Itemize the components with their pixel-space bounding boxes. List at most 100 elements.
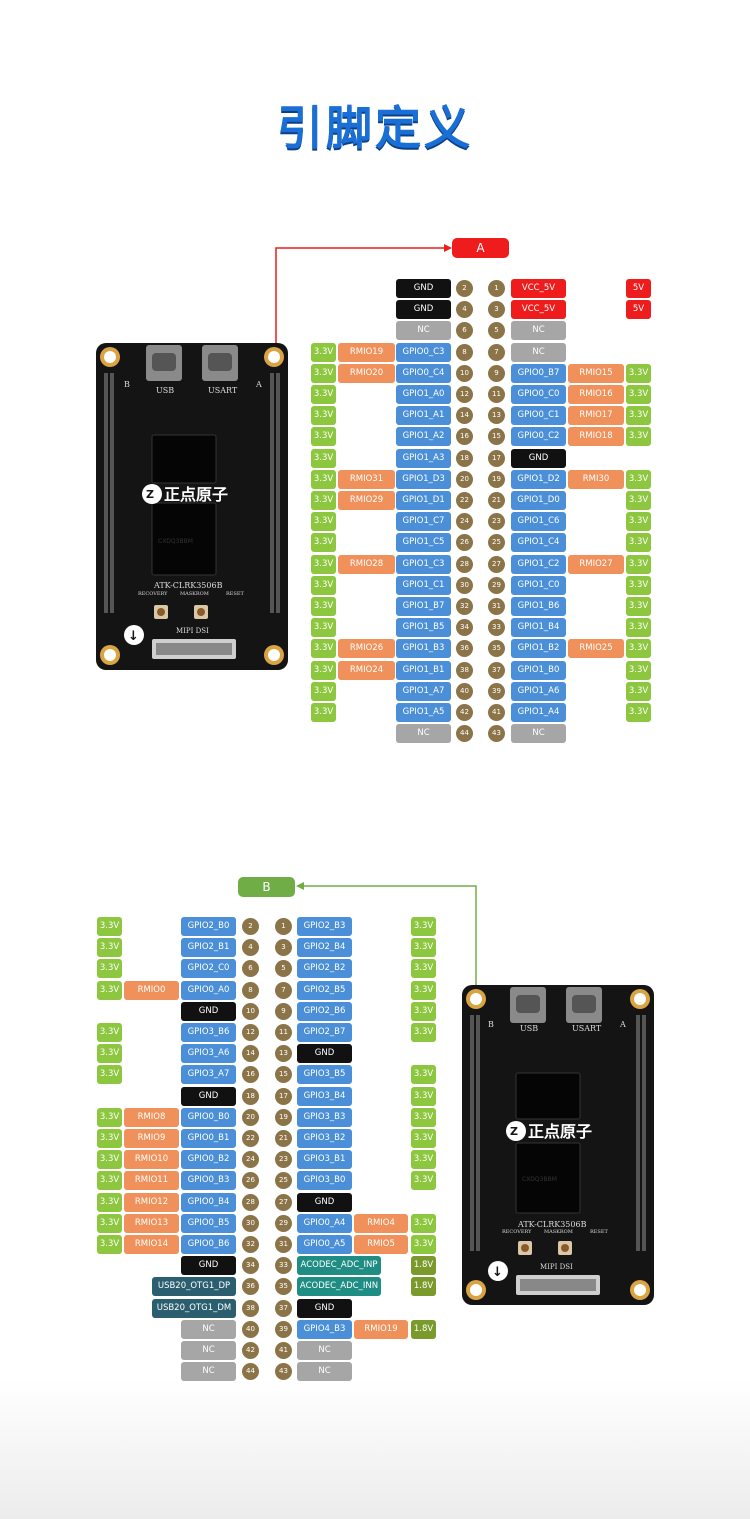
pin-a-alt-right-5: RMIO15	[568, 363, 624, 383]
pin-a-even-number-13: 26	[456, 534, 473, 552]
pin-b-power-right-8: 3.3V	[411, 1065, 436, 1085]
pin-b-signal-left-11: GPIO0_B1	[181, 1129, 236, 1148]
pin-b-odd-number-1: 1	[275, 918, 292, 935]
pin-b-even-number-8: 16	[242, 1066, 259, 1084]
pin-a-power-right-5: 3.3V	[626, 363, 651, 383]
pin-b-power-left-8: 3.3V	[97, 1065, 122, 1085]
pin-b-power-right-4: 3.3V	[411, 980, 436, 1000]
board-b-mipi: MIPI DSI	[540, 1263, 573, 1271]
pin-a-even-number-10: 20	[456, 470, 473, 488]
pin-b-signal-right-21: NC	[297, 1341, 352, 1360]
board-a-reset: RESET	[226, 591, 244, 597]
pin-a-power-right-11: 3.3V	[626, 491, 651, 510]
pin-b-odd-number-14: 27	[275, 1193, 292, 1211]
pin-a-power-right-1: 5V	[626, 279, 651, 298]
pin-b-power-right-6: 3.3V	[411, 1023, 436, 1042]
pin-b-power-right-2: 3.3V	[411, 938, 436, 958]
pin-a-even-number-7: 14	[456, 407, 473, 425]
pin-a-power-left-21: 3.3V	[311, 703, 336, 722]
pin-b-power-right-20: 1.8V	[411, 1319, 436, 1339]
pin-a-odd-number-21: 41	[488, 704, 505, 721]
board-a-side-a: A	[255, 380, 262, 389]
pin-b-alt-left-13: RMIO11	[124, 1171, 179, 1191]
pin-b-signal-left-8: GPIO3_A7	[181, 1065, 236, 1085]
pin-a-signal-left-2: GND	[396, 300, 451, 320]
pin-a-alt-left-5: RMIO20	[338, 363, 395, 383]
pin-a-power-left-17: 3.3V	[311, 618, 336, 638]
pin-b-signal-right-12: GPIO3_B1	[297, 1150, 352, 1170]
pin-b-power-right-18: 1.8V	[411, 1277, 436, 1297]
pin-a-signal-left-8: GPIO1_A2	[396, 427, 451, 447]
pin-b-odd-number-9: 17	[275, 1087, 292, 1105]
pin-b-power-left-1: 3.3V	[97, 917, 122, 936]
pin-b-odd-number-13: 25	[275, 1172, 292, 1190]
pin-b-even-number-4: 8	[242, 981, 259, 999]
pin-a-power-left-10: 3.3V	[311, 469, 336, 489]
board-image-b: USB USART B A CXDQ3BBM Z 正点原子 ATK-CLRK35…	[462, 985, 654, 1305]
pin-b-signal-left-22: NC	[181, 1362, 236, 1382]
pin-a-signal-left-22: NC	[396, 724, 451, 744]
pin-a-signal-right-5: GPIO0_B7	[511, 363, 566, 383]
pin-a-signal-right-18: GPIO1_B2	[511, 639, 566, 659]
pin-b-even-number-14: 28	[242, 1193, 259, 1211]
pin-b-signal-left-9: GND	[181, 1086, 236, 1106]
pin-a-power-right-13: 3.3V	[626, 533, 651, 553]
board-a-recovery: RECOVERY	[138, 591, 168, 597]
pin-a-odd-number-9: 17	[488, 449, 505, 467]
pin-a-power-right-15: 3.3V	[626, 575, 651, 595]
pin-b-power-left-16: 3.3V	[97, 1235, 122, 1254]
pin-a-odd-number-19: 37	[488, 661, 505, 679]
pin-a-signal-left-3: NC	[396, 321, 451, 341]
pin-a-signal-left-6: GPIO1_A0	[396, 385, 451, 404]
pin-b-even-number-19: 38	[242, 1299, 259, 1317]
pin-b-even-number-17: 34	[242, 1257, 259, 1275]
pin-b-signal-right-2: GPIO2_B4	[297, 938, 352, 958]
pin-b-power-left-3: 3.3V	[97, 959, 122, 979]
pin-b-odd-number-19: 37	[275, 1299, 292, 1317]
pin-b-signal-right-3: GPIO2_B2	[297, 959, 352, 979]
pin-a-signal-right-9: GND	[511, 448, 566, 468]
pin-a-power-right-14: 3.3V	[626, 554, 651, 574]
pin-a-signal-left-21: GPIO1_A5	[396, 703, 451, 722]
board-a-brand: 正点原子	[164, 485, 228, 504]
pin-a-alt-left-18: RMIO26	[338, 639, 395, 659]
pin-a-power-right-2: 5V	[626, 300, 651, 320]
pin-b-signal-right-20: GPIO4_B3	[297, 1319, 352, 1339]
pin-b-alt-right-15: RMIO4	[354, 1213, 408, 1233]
pin-a-alt-left-10: RMIO31	[338, 469, 395, 489]
pin-a-signal-left-10: GPIO1_D3	[396, 469, 451, 489]
pin-a-odd-number-6: 11	[488, 386, 505, 403]
board-b-usb-text: USB	[520, 1024, 538, 1033]
pin-b-signal-left-15: GPIO0_B5	[181, 1213, 236, 1233]
pin-a-even-number-4: 8	[456, 343, 473, 361]
pin-a-signal-right-20: GPIO1_A6	[511, 681, 566, 701]
pin-b-power-right-9: 3.3V	[411, 1086, 436, 1106]
pin-b-odd-number-7: 13	[275, 1045, 292, 1063]
pin-b-even-number-11: 22	[242, 1130, 259, 1147]
board-b-usart-text: USART	[572, 1024, 602, 1033]
pin-a-signal-left-1: GND	[396, 279, 451, 298]
pin-b-power-left-15: 3.3V	[97, 1213, 122, 1233]
board-b-side-a: A	[619, 1020, 626, 1029]
pin-b-signal-left-12: GPIO0_B2	[181, 1150, 236, 1170]
pin-a-even-number-1: 2	[456, 280, 473, 297]
pin-b-alt-right-20: RMIO19	[354, 1319, 408, 1339]
pin-b-even-number-3: 6	[242, 960, 259, 978]
pin-b-power-right-16: 3.3V	[411, 1235, 436, 1254]
pin-a-odd-number-11: 21	[488, 492, 505, 509]
svg-text:Z: Z	[510, 1125, 518, 1138]
pin-a-signal-left-9: GPIO1_A3	[396, 448, 451, 468]
pin-b-signal-right-1: GPIO2_B3	[297, 917, 352, 936]
pin-b-signal-left-20: NC	[181, 1319, 236, 1339]
pin-a-odd-number-18: 35	[488, 640, 505, 658]
connector-b-arrow	[296, 882, 304, 890]
board-a-chip-text: CXDQ3BBM	[158, 538, 193, 545]
pin-b-signal-left-6: GPIO3_B6	[181, 1023, 236, 1042]
pin-b-odd-number-18: 35	[275, 1278, 292, 1296]
pin-b-signal-left-18: USB20_OTG1_DP	[152, 1277, 236, 1297]
pin-a-signal-left-5: GPIO0_C4	[396, 363, 451, 383]
pin-a-even-number-2: 4	[456, 301, 473, 319]
pin-a-odd-number-10: 19	[488, 470, 505, 488]
pin-a-signal-right-4: NC	[511, 342, 566, 362]
pin-a-even-number-6: 12	[456, 386, 473, 403]
